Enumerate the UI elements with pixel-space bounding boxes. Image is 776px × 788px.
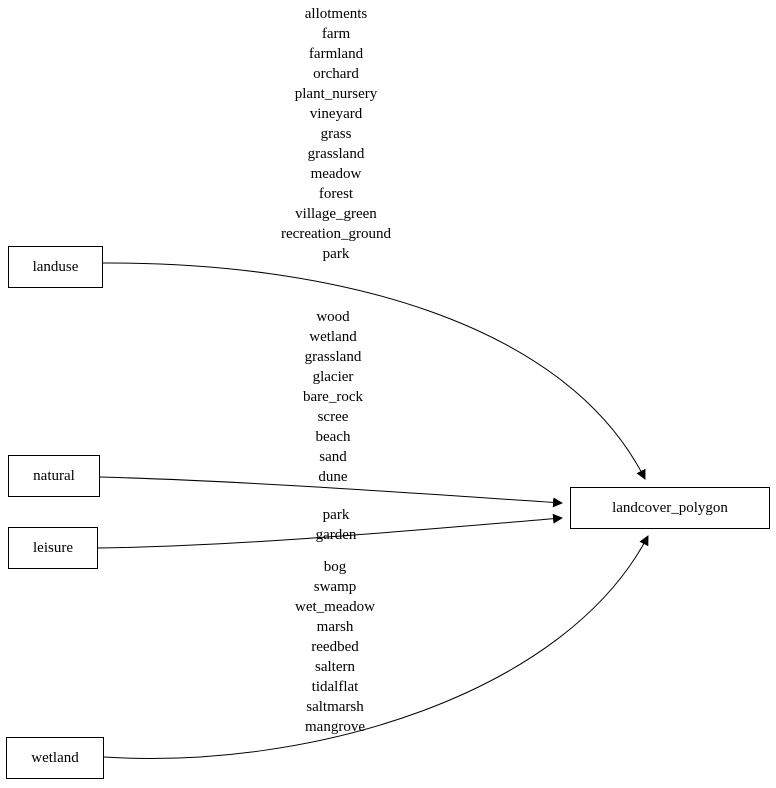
- edge-leisure-to-landcover-polygon: [97, 513, 563, 549]
- edge-natural-to-landcover-polygon: [99, 476, 563, 508]
- edge-landuse-to-landcover-polygon: [102, 262, 646, 480]
- node-landuse: landuse: [8, 246, 103, 288]
- node-landcover-polygon: landcover_polygon: [570, 487, 770, 529]
- edge-label-leisure-values: park garden: [315, 507, 357, 543]
- node-leisure: leisure: [8, 527, 98, 569]
- edge-wetland-to-landcover-polygon: [103, 535, 649, 759]
- node-natural: natural: [8, 455, 100, 497]
- node-wetland: wetland: [6, 737, 104, 779]
- edge-label-wetland-values: bog swamp wet_meadow marsh reedbed salte…: [295, 559, 375, 735]
- edge-label-natural-values: wood wetland grassland glacier bare_rock…: [303, 309, 363, 485]
- edge-label-landuse-values: allotments farm farmland orchard plant_n…: [281, 6, 391, 262]
